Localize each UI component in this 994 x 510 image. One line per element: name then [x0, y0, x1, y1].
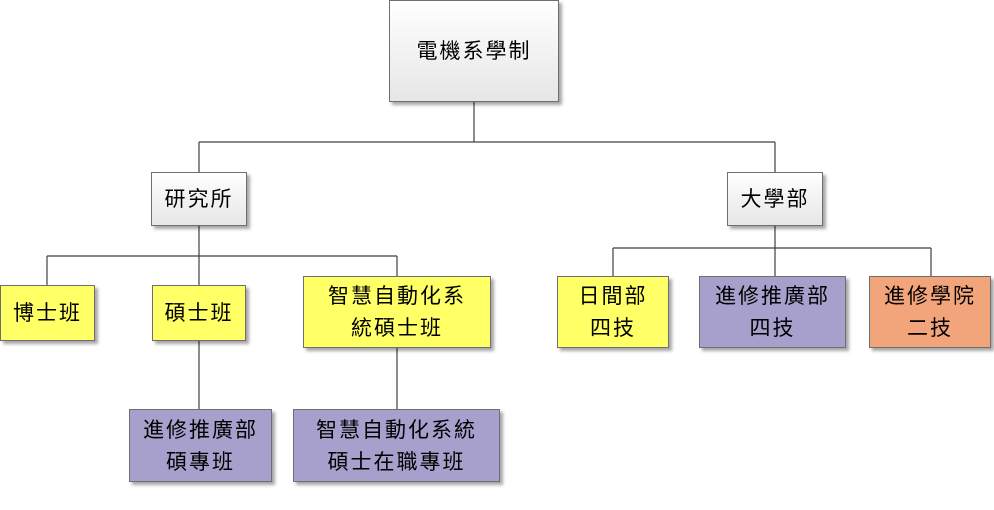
node-smart-masters: 智慧自動化系 統碩士班 — [303, 276, 491, 348]
node-ext-masters-line-1: 進修推廣部 — [143, 417, 258, 442]
node-day-4yr-line-1: 日間部 — [578, 284, 648, 308]
node-graduate: 研究所 — [151, 172, 247, 226]
node-masters: 碩士班 — [152, 285, 246, 341]
node-phd: 博士班 — [0, 285, 95, 341]
node-ext-4yr-line-2: 四技 — [749, 316, 796, 340]
node-ext-college-2yr-line-1: 進修學院 — [884, 284, 976, 308]
connector-undergrad — [612, 226, 932, 276]
node-ext-college-2yr-line-2: 二技 — [907, 316, 953, 340]
node-undergrad-line-1: 大學部 — [740, 187, 810, 211]
node-smart-inservice-line-1: 智慧自動化系統 — [316, 417, 477, 442]
node-smart-inservice-line-2: 碩士在職專班 — [327, 449, 466, 474]
node-root: 電機系學制 — [389, 0, 559, 102]
node-graduate-line-1: 研究所 — [164, 187, 234, 211]
node-masters-line-1: 碩士班 — [164, 301, 234, 325]
node-ext-masters-line-2: 碩專班 — [166, 449, 235, 474]
node-undergrad: 大學部 — [727, 172, 823, 226]
node-smart-masters-line-1: 智慧自動化系 — [328, 284, 466, 308]
node-smart-inservice: 智慧自動化系統 碩士在職專班 — [293, 409, 500, 482]
node-root-line-1: 電機系學制 — [416, 39, 532, 63]
node-day-4yr-line-2: 四技 — [590, 316, 636, 340]
connector-root — [198, 102, 776, 172]
node-ext-college-2yr: 進修學院 二技 — [869, 276, 991, 348]
node-ext-4yr: 進修推廣部 四技 — [699, 276, 846, 348]
connector-graduate — [46, 226, 398, 285]
node-ext-4yr-line-1: 進修推廣部 — [715, 284, 830, 308]
node-smart-masters-line-2: 統碩士班 — [351, 316, 443, 340]
node-day-4yr: 日間部 四技 — [557, 276, 669, 348]
node-phd-line-1: 博士班 — [13, 301, 82, 325]
node-ext-masters: 進修推廣部 碩專班 — [129, 409, 272, 482]
